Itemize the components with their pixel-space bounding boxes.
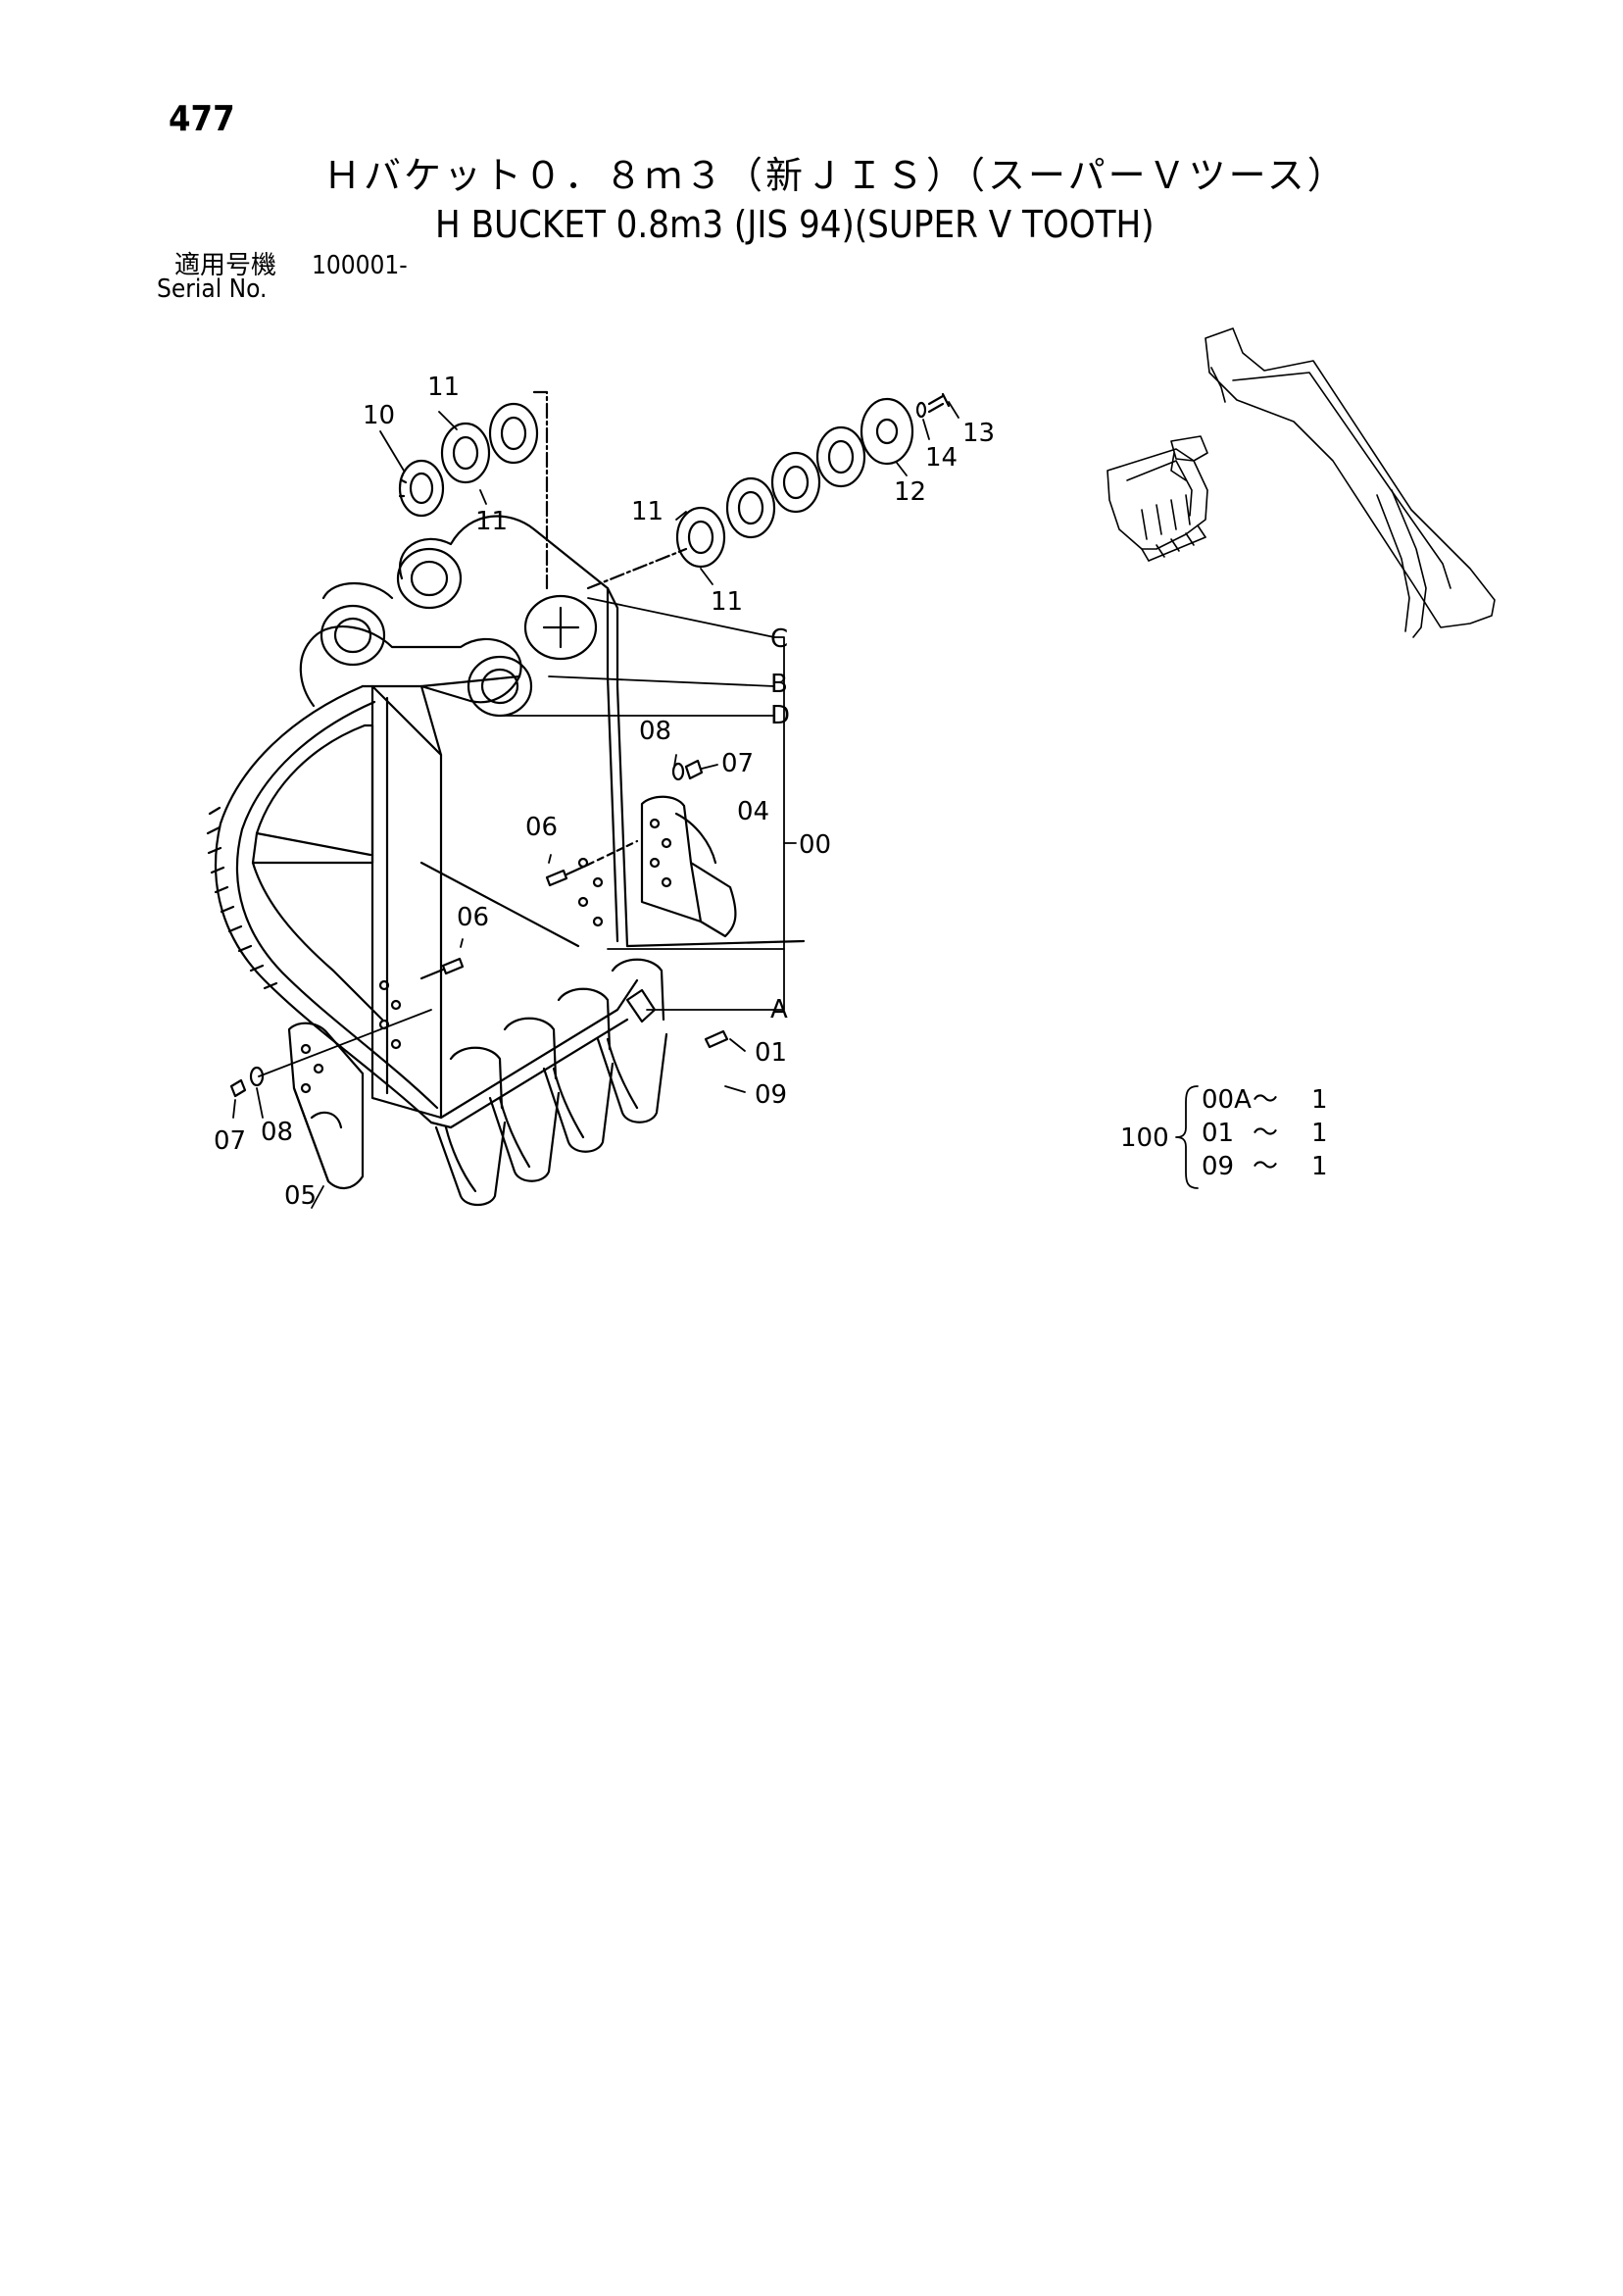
kit-row-tilde: ～ <box>1253 1085 1278 1115</box>
side-cutter-05 <box>287 1022 365 1189</box>
callout-d: D <box>770 701 790 730</box>
callout-11: 11 <box>427 373 460 402</box>
leader-lines <box>232 401 959 1209</box>
callout-10: 10 <box>363 401 395 430</box>
callout-c: C <box>770 624 788 654</box>
pin-seals-and-shims <box>398 390 951 590</box>
kit-row-qty: 1 <box>1311 1119 1328 1148</box>
serial-number-value: 100001- <box>312 251 408 280</box>
callout-08: 08 <box>261 1118 293 1147</box>
bucket-teeth <box>434 958 668 1207</box>
callout-04: 04 <box>737 797 769 826</box>
title-japanese: Ｈバケット０．８ｍ３（新ＪＩＳ）（スーパーＶツース） <box>323 154 1348 197</box>
kit-row-qty: 1 <box>1311 1085 1328 1115</box>
title-english: H BUCKET 0.8m3 (JIS 94)(SUPER V TOOTH) <box>435 203 1155 246</box>
serial-label-japanese: 適用号機 <box>174 251 277 280</box>
kit-row-tilde: ～ <box>1253 1152 1278 1181</box>
callout-a: A <box>770 995 788 1024</box>
callout-01: 01 <box>755 1038 787 1068</box>
bucket-body <box>206 515 806 1129</box>
callout-09: 09 <box>755 1080 787 1110</box>
kit-row-qty: 1 <box>1311 1152 1328 1181</box>
side-cutter-04 <box>640 795 737 938</box>
callout-11: 11 <box>475 507 508 536</box>
kit-row-part: 00A <box>1202 1085 1252 1115</box>
callout-08: 08 <box>639 717 671 746</box>
serial-label-english: Serial No. <box>157 275 268 304</box>
excavator-thumbnail <box>1107 327 1496 638</box>
kit-row-part: 09 <box>1202 1152 1234 1181</box>
kit-table: 100 00A ～ 1 01 ～ 1 09 ～ 1 <box>1120 1085 1328 1181</box>
callout-11: 11 <box>631 497 664 526</box>
kit-number: 100 <box>1120 1123 1169 1153</box>
kit-row-part: 01 <box>1202 1119 1234 1148</box>
bolts-and-nuts <box>229 759 729 1098</box>
callout-b: B <box>770 670 788 699</box>
callout-06: 06 <box>525 813 558 842</box>
kit-brace <box>1175 1085 1199 1189</box>
page-number: 477 <box>169 99 235 139</box>
callout-00: 00 <box>799 830 831 860</box>
callout-11: 11 <box>711 587 743 617</box>
callout-12: 12 <box>894 477 926 507</box>
callout-07: 07 <box>721 749 754 778</box>
callout-14: 14 <box>925 443 958 473</box>
callout-07: 07 <box>214 1126 246 1156</box>
callout-06: 06 <box>457 903 489 932</box>
callout-labels: 10 11 11 11 11 12 13 14 C B D A 00 08 07… <box>214 373 995 1211</box>
kit-row-tilde: ～ <box>1253 1119 1278 1148</box>
callout-05: 05 <box>284 1181 317 1211</box>
callout-13: 13 <box>962 419 995 448</box>
